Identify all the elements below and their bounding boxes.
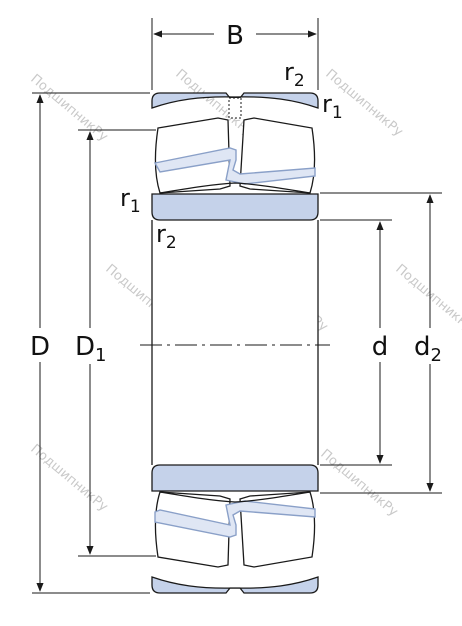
label-d: d (372, 332, 389, 362)
top-section (151, 92, 319, 221)
watermark-text: ПодшипникРу (317, 447, 400, 520)
label-r1-mid: r1 (120, 184, 141, 217)
inner-ring-bottom (151, 464, 319, 492)
label-r1-top: r1 (322, 90, 343, 123)
dimension-D1: D1 (75, 129, 156, 557)
label-r1-top-sub: 1 (332, 103, 343, 123)
inner-ring-top (151, 193, 319, 221)
label-r1-top-main: r (322, 90, 332, 118)
label-r2-top-main: r (284, 58, 294, 86)
label-D1-main: D (75, 332, 95, 362)
label-D: D (30, 332, 50, 362)
label-D1-sub: 1 (95, 345, 106, 366)
label-r1-mid-sub: 1 (130, 197, 141, 217)
label-B: B (226, 21, 244, 51)
dimension-d: d (320, 219, 392, 466)
label-r1-mid-main: r (120, 184, 130, 212)
bore-area (152, 220, 318, 465)
label-D1: D1 (75, 332, 106, 366)
label-d2-main: d (414, 332, 431, 362)
bottom-section (151, 464, 319, 594)
dimension-B: B (151, 18, 319, 90)
label-d2-sub: 2 (431, 345, 442, 366)
outer-ring-top (151, 92, 319, 109)
dimension-d2: d2 (320, 192, 442, 494)
outer-ring-bottom (151, 576, 319, 594)
dimension-D: D (30, 92, 150, 594)
label-d2: d2 (414, 332, 442, 366)
cage-bottom (154, 500, 316, 538)
inner-raceway-bottom (159, 491, 311, 503)
label-r2-top-sub: 2 (294, 71, 305, 91)
label-r2-mid-main: r (156, 220, 166, 248)
watermark-text: ПодшипникРу (392, 262, 462, 335)
label-r2-mid-sub: 2 (166, 233, 177, 253)
cage-top (153, 147, 316, 185)
label-r2-mid: r2 (156, 220, 177, 253)
inner-raceway-top (159, 182, 311, 194)
label-r2-top: r2 (284, 58, 305, 91)
lubrication-hole-top (228, 97, 242, 119)
